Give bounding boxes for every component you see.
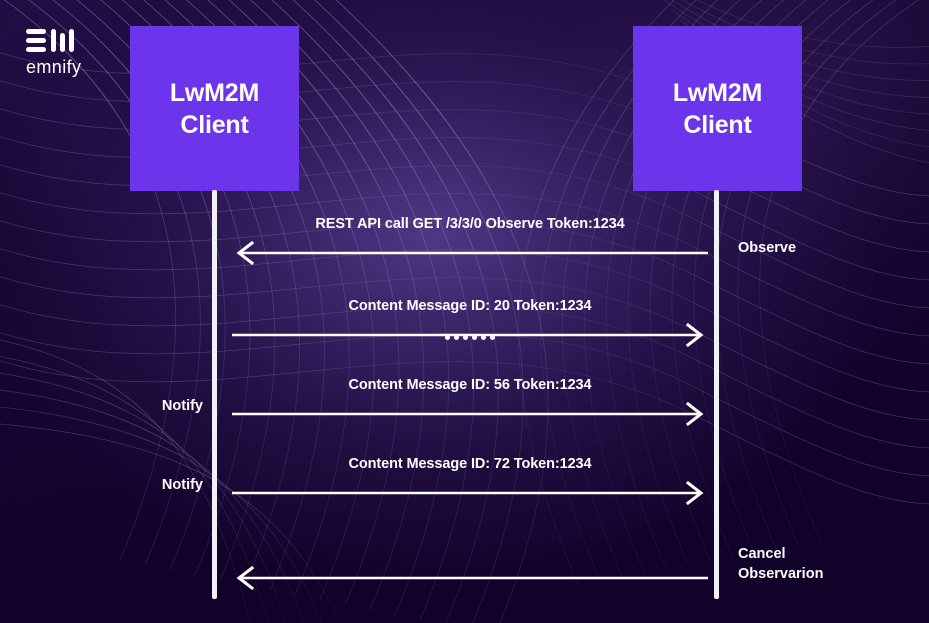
ellipsis-dot (463, 335, 468, 340)
message-observe-request-label: REST API call GET /3/3/0 Observe Token:1… (315, 216, 625, 232)
message-content-56: Content Message ID: 56 Token:1234 (232, 377, 708, 423)
message-content-72: Content Message ID: 72 Token:1234 (232, 456, 708, 502)
note-notify-second: Notify (161, 477, 203, 493)
actor-box-lwm2m-client-left: LwM2M Client (130, 26, 299, 191)
arrow-right-icon (232, 482, 708, 502)
emnify-logo: emnify (26, 28, 90, 78)
arrow-left-icon (232, 567, 708, 587)
lifeline-left (212, 190, 217, 599)
arrow-right-icon (232, 324, 708, 344)
ellipsis-dot (454, 335, 459, 340)
actor-right-name-line2: Client (683, 110, 752, 139)
message-content-56-label: Content Message ID: 56 Token:1234 (348, 377, 592, 393)
message-content-72-label: Content Message ID: 72 Token:1234 (348, 456, 592, 472)
actor-right-name-line1: LwM2M (672, 78, 763, 107)
emnify-logo-icon (26, 29, 74, 52)
arrow-right-icon (232, 403, 708, 423)
actor-left-name-line1: LwM2M (169, 78, 260, 107)
emnify-wordmark: emnify (26, 57, 81, 77)
arrow-left-icon (232, 242, 708, 262)
note-notify-first: Notify (161, 398, 203, 414)
message-content-20-label: Content Message ID: 20 Token:1234 (348, 298, 592, 314)
ellipsis-dot (472, 335, 477, 340)
actor-left-name-line2: Client (180, 110, 249, 139)
message-cancel-observation (232, 541, 708, 587)
note-observe: Observe (738, 240, 797, 256)
ellipsis-dots (232, 335, 708, 340)
lifeline-right (714, 190, 719, 599)
message-observe-request: REST API call GET /3/3/0 Observe Token:1… (232, 216, 708, 262)
ellipsis-dot (481, 335, 486, 340)
ellipsis-dot (490, 335, 495, 340)
note-cancel-observation: Cancel Observarion (738, 546, 824, 582)
actor-box-lwm2m-client-right: LwM2M Client (633, 26, 802, 191)
ellipsis-dot (445, 335, 450, 340)
